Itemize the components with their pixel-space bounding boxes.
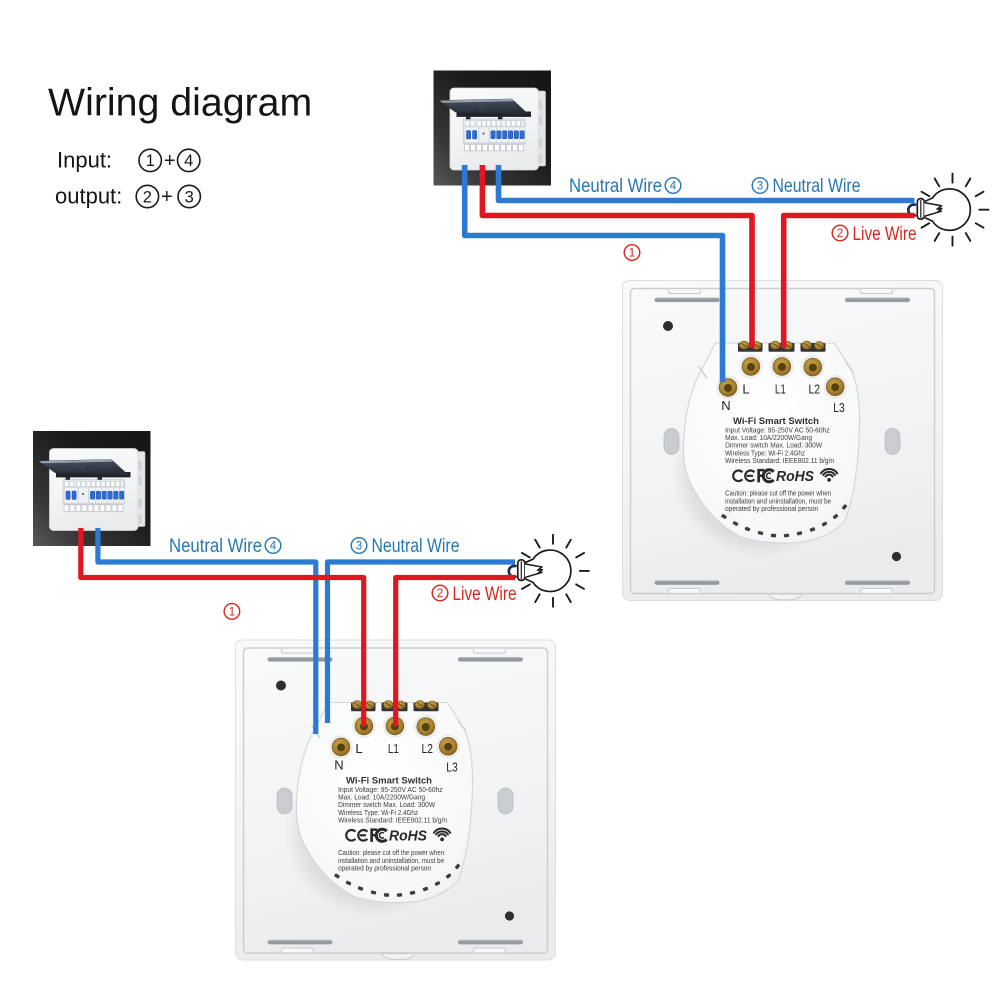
svg-text:3: 3 — [185, 188, 194, 206]
svg-text:output:: output: — [55, 184, 122, 209]
svg-text:+: + — [161, 186, 173, 208]
svg-text:2: 2 — [837, 228, 843, 240]
svg-text:3: 3 — [356, 541, 362, 553]
svg-text:4: 4 — [670, 181, 677, 193]
svg-text:Live Wire: Live Wire — [453, 584, 517, 605]
svg-text:Input:: Input: — [57, 148, 112, 173]
svg-text:3: 3 — [757, 181, 763, 193]
svg-text:1: 1 — [229, 607, 235, 619]
svg-text:Wiring diagram: Wiring diagram — [48, 81, 312, 125]
svg-text:1: 1 — [146, 152, 155, 170]
svg-text:4: 4 — [270, 541, 277, 553]
svg-text:1: 1 — [629, 248, 635, 260]
svg-text:4: 4 — [184, 152, 193, 170]
svg-text:2: 2 — [143, 188, 152, 206]
svg-text:Neutral Wire: Neutral Wire — [569, 176, 662, 197]
svg-text:+: + — [164, 150, 176, 172]
svg-text:Neutral Wire: Neutral Wire — [773, 176, 861, 197]
svg-text:Live Wire: Live Wire — [853, 224, 917, 245]
svg-text:Neutral Wire: Neutral Wire — [169, 536, 262, 557]
svg-text:Neutral Wire: Neutral Wire — [372, 536, 460, 557]
svg-text:2: 2 — [437, 588, 443, 600]
